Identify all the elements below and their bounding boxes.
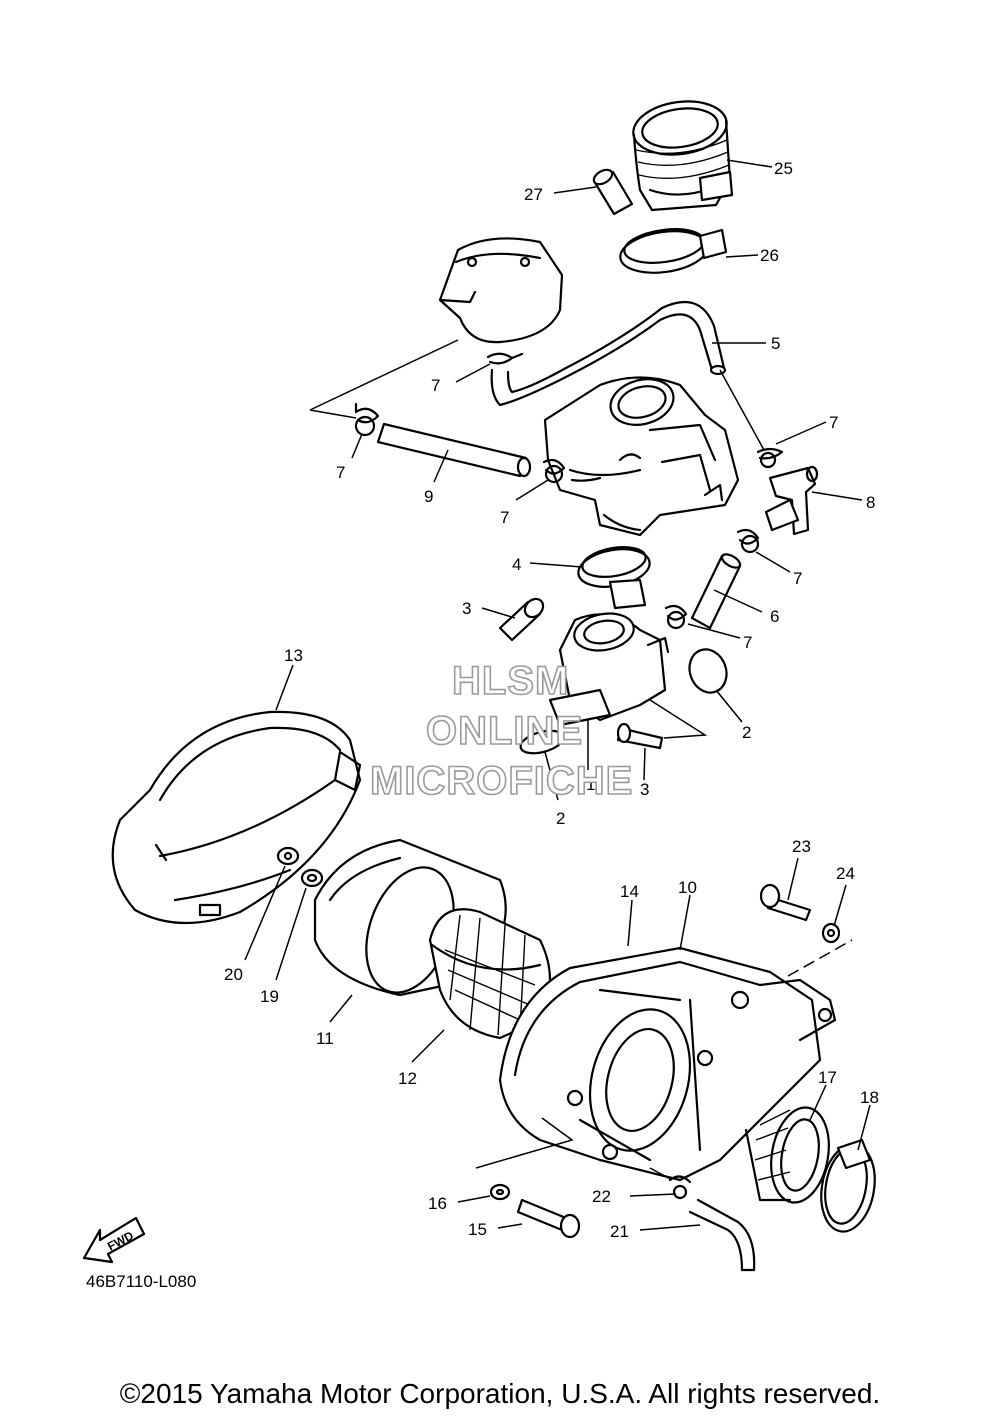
- copyright-notice: ©2015 Yamaha Motor Corporation, U.S.A. A…: [119, 1378, 881, 1409]
- part-27-short-hose: [592, 168, 634, 216]
- label-19: 19: [260, 987, 279, 1006]
- part-7-clip-e: [736, 528, 760, 554]
- part-16-washer: [489, 1183, 511, 1201]
- part-24-washer: [821, 922, 841, 944]
- watermark-line-1: HLSM: [452, 659, 569, 703]
- part-number-labels: 25 27 26 5 7 7 7 7 7 7 9 8 4 6 3 3 2 2 1…: [224, 159, 879, 1241]
- label-7c: 7: [500, 508, 509, 527]
- part-15-bolt: [516, 1198, 581, 1239]
- part-8-t-joint: [764, 465, 819, 536]
- breather-cover: [438, 237, 564, 344]
- label-12: 12: [398, 1069, 417, 1088]
- part-4-clamp: [577, 546, 651, 610]
- part-23-bolt: [759, 883, 812, 922]
- label-13: 13: [284, 646, 303, 665]
- label-7a: 7: [431, 376, 440, 395]
- part-1-intake-manifold: [548, 612, 670, 727]
- label-7b: 7: [336, 463, 345, 482]
- label-11: 11: [316, 1029, 334, 1048]
- part-3-bolt-upper: [498, 597, 545, 642]
- label-7f: 7: [743, 633, 752, 652]
- label-15: 15: [468, 1220, 487, 1239]
- watermark-line-3: MICROFICHE: [370, 759, 633, 803]
- part-25-intake-joint: [632, 100, 734, 212]
- part-20-screw: [276, 846, 300, 866]
- part-26-clamp: [619, 228, 728, 274]
- part-7-clip-f: [664, 604, 688, 630]
- label-16: 16: [428, 1194, 447, 1213]
- label-17: 17: [818, 1068, 837, 1087]
- part-19-washer: [300, 868, 324, 888]
- part-21-drain-hose: [688, 1198, 756, 1272]
- label-2a: 2: [742, 723, 751, 742]
- part-3-bolt-lower: [616, 722, 664, 750]
- label-23: 23: [792, 837, 811, 856]
- label-22: 22: [592, 1187, 611, 1206]
- watermark: HLSM ONLINE MICROFICHE: [369, 658, 633, 804]
- part-9-straight-hose: [376, 422, 532, 478]
- part-6-short-hose: [690, 553, 742, 630]
- part-7-clip-b: [354, 402, 380, 437]
- part-7-clip-c: [542, 458, 566, 484]
- diagram-code: 46B7110-L080: [86, 1272, 196, 1291]
- label-5: 5: [771, 334, 780, 353]
- part-7-clip-a: [486, 352, 524, 365]
- label-10: 10: [678, 878, 697, 897]
- part-7-clip-d: [756, 447, 784, 469]
- label-18: 18: [860, 1088, 879, 1107]
- label-1: 1: [586, 775, 595, 794]
- label-8: 8: [866, 493, 875, 512]
- label-14: 14: [620, 882, 639, 901]
- label-7e: 7: [793, 569, 802, 588]
- part-12-filter-screen: [428, 908, 552, 1040]
- fwd-arrow-icon: FWD: [82, 1216, 146, 1264]
- label-3a: 3: [462, 599, 471, 618]
- part-17-joint: [744, 1106, 830, 1204]
- leader-lines: [244, 159, 871, 1231]
- watermark-line-2: ONLINE: [426, 709, 583, 753]
- label-4: 4: [512, 555, 521, 574]
- label-20: 20: [224, 965, 243, 984]
- part-22-clip: [668, 1175, 692, 1200]
- label-3b: 3: [640, 780, 649, 799]
- carburetor-body: [543, 376, 740, 537]
- part-13-filter-cover: [111, 710, 362, 925]
- part-18-clamp: [820, 1138, 876, 1233]
- label-2b: 2: [556, 809, 565, 828]
- label-26: 26: [760, 246, 779, 265]
- label-6: 6: [770, 607, 779, 626]
- label-7d: 7: [829, 413, 838, 432]
- label-24: 24: [836, 864, 855, 883]
- part-14-air-box: [498, 946, 837, 1182]
- label-9: 9: [424, 487, 433, 506]
- label-27: 27: [524, 185, 543, 204]
- label-21: 21: [610, 1222, 629, 1241]
- part-2-o-ring-right: [688, 648, 728, 694]
- label-25: 25: [774, 159, 793, 178]
- part-2-o-ring-lower: [519, 729, 565, 755]
